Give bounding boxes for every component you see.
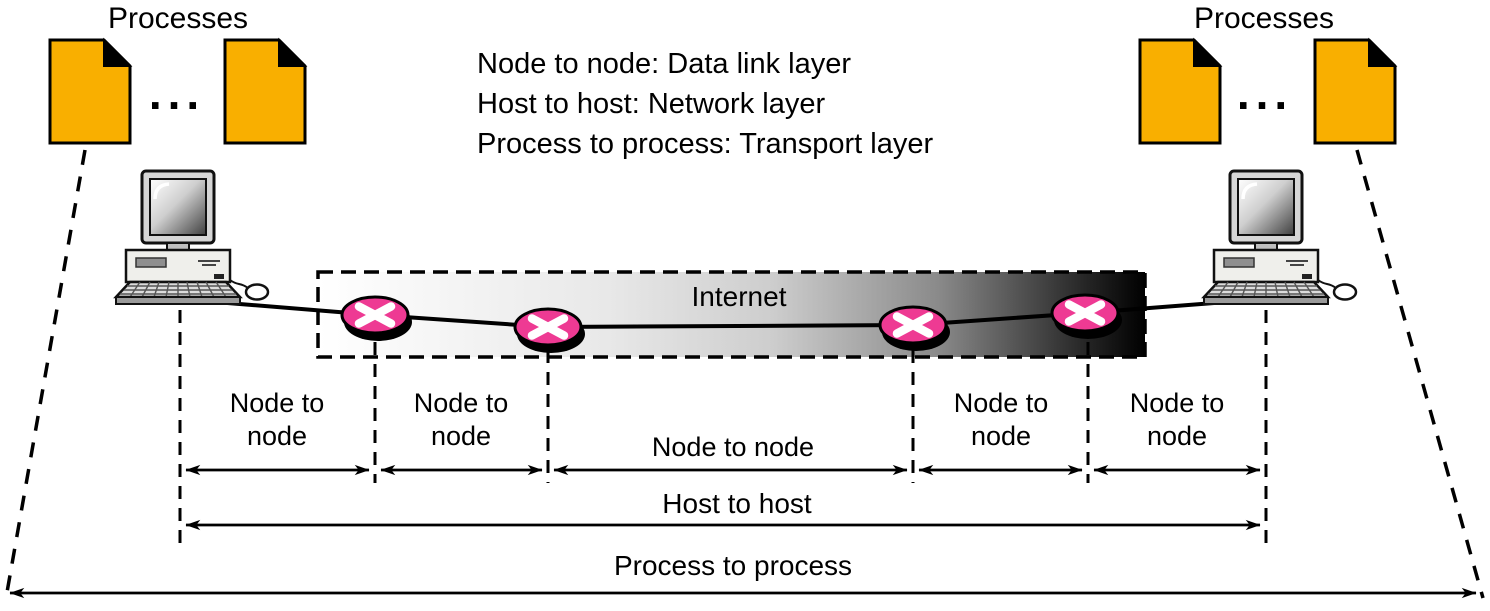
layer-legend: Node to node: Data link layer Host to ho… bbox=[477, 44, 933, 164]
process-document-left-2 bbox=[223, 38, 307, 145]
internet-label: Internet bbox=[691, 281, 787, 312]
node-to-node-label-5: Node to node bbox=[1129, 388, 1225, 451]
ellipsis-left: ... bbox=[148, 67, 206, 119]
process-document-left-1 bbox=[48, 38, 132, 145]
process-diagonal-left bbox=[4, 149, 87, 599]
node-to-node-label-1: Node to node bbox=[229, 388, 325, 451]
processes-label-right: Processes bbox=[1193, 2, 1335, 35]
router-1-icon bbox=[342, 297, 412, 341]
router-2-icon bbox=[515, 309, 585, 353]
node-to-node-label-4: Node to node bbox=[953, 388, 1049, 451]
process-document-right-1 bbox=[1138, 38, 1222, 145]
router-4-icon bbox=[1052, 295, 1122, 339]
node-to-node-label-2: Node to node bbox=[413, 388, 509, 451]
host-to-host-label: Host to host bbox=[662, 488, 812, 519]
internet-box bbox=[316, 270, 1147, 359]
legend-line-transport: Process to process: Transport layer bbox=[477, 128, 934, 160]
process-diagonal-right bbox=[1355, 149, 1485, 599]
legend-line-datalink: Node to node: Data link layer bbox=[477, 48, 851, 80]
legend-line-network: Host to host: Network layer bbox=[477, 88, 826, 120]
node-to-node-label-3: Node to node bbox=[651, 432, 815, 462]
process-to-process-label: Process to process bbox=[613, 550, 853, 581]
process-document-right-2 bbox=[1313, 38, 1397, 145]
router-3-icon bbox=[880, 307, 950, 351]
host-computer-right-icon bbox=[1202, 169, 1358, 306]
processes-label-left: Processes bbox=[107, 2, 249, 35]
host-computer-left-icon bbox=[114, 169, 270, 306]
ellipsis-right: ... bbox=[1236, 67, 1294, 119]
